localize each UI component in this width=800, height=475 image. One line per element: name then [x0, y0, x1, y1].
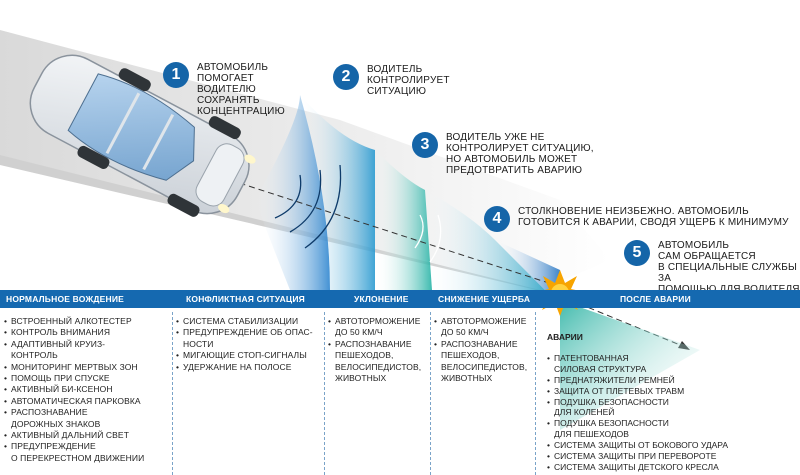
step-1-text: АВТОМОБИЛЬ ПОМОГАЕТ ВОДИТЕЛЮ СОХРАНЯТЬ К…	[197, 62, 285, 117]
beam-segment-1	[255, 95, 330, 290]
list-item: ПАТЕНТОВАННАЯ	[547, 353, 728, 364]
list-item: ПЕШЕХОДОВ,	[441, 350, 500, 361]
step-5: 5 АВТОМОБИЛЬ САМ ОБРАЩАЕТСЯ В СПЕЦИАЛЬНЫ…	[624, 240, 800, 295]
list-item: УДЕРЖАНИЕ НА ПОЛОСЕ	[176, 362, 326, 374]
list-item: ПЕШЕХОДОВ,	[335, 350, 394, 361]
list-item: АВТОТОРМОЖЕНИЕ	[434, 316, 534, 328]
beam-arc	[289, 169, 322, 233]
list-item: ДО 50 КМ/Ч	[441, 327, 489, 338]
step-1-badge: 1	[163, 62, 189, 88]
column-divider	[430, 312, 431, 475]
list-conflict: СИСТЕМА СТАБИЛИЗАЦИИПРЕДУПРЕЖДЕНИЕ ОБ ОП…	[176, 316, 326, 373]
phase-after-accident: ПОСЛЕ АВАРИИ	[620, 294, 691, 304]
step-5-text: АВТОМОБИЛЬ САМ ОБРАЩАЕТСЯ В СПЕЦИАЛЬНЫЕ …	[658, 240, 799, 295]
column-normal-driving: ВСТРОЕННЫЙ АЛКОТЕСТЕРКОНТРОЛЬ ВНИМАНИЯАД…	[4, 316, 169, 464]
list-item: ДЛЯ КОЛЕНЕЙ	[554, 407, 615, 418]
phase-evasion: УКЛОНЕНИЕ	[354, 294, 409, 304]
list-item: МИГАЮЩИЕ СТОП-СИГНАЛЫ	[176, 350, 326, 362]
list-item: ПРЕДНАТЯЖИТЕЛИ РЕМНЕЙ	[547, 375, 728, 386]
step-3-badge: 3	[412, 132, 438, 158]
list-item: АКТИВНЫЙ БИ-КСЕНОН	[4, 384, 169, 396]
list-item: О ПЕРЕКРЕСТНОМ ДВИЖЕНИИ	[11, 452, 145, 463]
list-item: СИСТЕМА ЗАЩИТЫ ДЕТСКОГО КРЕСЛА	[547, 462, 728, 473]
list-item: ПРЕДУПРЕЖДЕНИЕ ОБ ОПАС-	[176, 327, 326, 339]
list-item: СИСТЕМА ЗАЩИТЫ ПРИ ПЕРЕВОРОТЕ	[547, 451, 728, 462]
phase-bar	[0, 290, 800, 308]
step-5-badge: 5	[624, 240, 650, 266]
beam-arc	[429, 214, 442, 263]
step-4-badge: 4	[484, 206, 510, 232]
list-item: ПРЕДУПРЕЖДЕНИЕ	[4, 441, 169, 453]
step-2: 2 ВОДИТЕЛЬ КОНТРОЛИРУЕТ СИТУАЦИЮ	[333, 64, 450, 97]
list-item: ДО 50 КМ/Ч	[335, 327, 383, 338]
list-item: КОНТРОЛЬ ВНИМАНИЯ	[4, 327, 169, 339]
phase-conflict: КОНФЛИКТНАЯ СИТУАЦИЯ	[186, 294, 305, 304]
column-conflict: СИСТЕМА СТАБИЛИЗАЦИИПРЕДУПРЕЖДЕНИЕ ОБ ОП…	[176, 316, 326, 373]
step-4: 4 СТОЛКНОВЕНИЕ НЕИЗБЕЖНО. АВТОМОБИЛЬ ГОТ…	[484, 206, 789, 232]
phase-damage-reduction: СНИЖЕНИЕ УЩЕРБА	[438, 294, 531, 304]
list-item: ВЕЛОСИПЕДИСТОВ,	[335, 361, 422, 372]
column-divider	[172, 312, 173, 475]
list-item: РАСПОЗНАВАНИЕ	[4, 407, 169, 419]
list-item: ПОМОЩЬ ПРИ СПУСКЕ	[4, 373, 169, 385]
list-item: РАСПОЗНАВАНИЕ	[434, 339, 534, 351]
list-item: ЖИВОТНЫХ	[335, 373, 387, 384]
list-item: ДЛЯ ПЕШЕХОДОВ	[554, 429, 629, 440]
list-item: АДАПТИВНЫЙ КРУИЗ-	[4, 339, 169, 351]
step-3: 3 ВОДИТЕЛЬ УЖЕ НЕ КОНТРОЛИРУЕТ СИТУАЦИЮ,…	[412, 132, 594, 176]
list-item: ПОДУШКА БЕЗОПАСНОСТИ	[547, 418, 728, 429]
list-item: СИСТЕМА СТАБИЛИЗАЦИИ	[176, 316, 326, 328]
phase-normal-driving: НОРМАЛЬНОЕ ВОЖДЕНИЕ	[6, 294, 125, 304]
list-item: АВТОТОРМОЖЕНИЕ	[328, 316, 428, 328]
beam-segment-2	[300, 95, 375, 290]
list-item: НОСТИ	[183, 338, 214, 349]
list-item: ПОДУШКА БЕЗОПАСНОСТИ	[547, 397, 728, 408]
list-item: КОНТРОЛЬ	[11, 350, 58, 361]
step-2-text: ВОДИТЕЛЬ КОНТРОЛИРУЕТ СИТУАЦИЮ	[367, 64, 450, 97]
list-item: ДОРОЖНЫХ ЗНАКОВ	[11, 418, 101, 429]
beam-arc	[304, 164, 342, 249]
step-2-badge: 2	[333, 64, 359, 90]
list-item: СИСТЕМА ЗАЩИТЫ ОТ БОКОВОГО УДАРА	[547, 440, 728, 451]
column-divider	[535, 312, 536, 475]
accident-title: АВАРИИ	[547, 332, 583, 342]
list-item: АКТИВНЫЙ ДАЛЬНИЙ СВЕТ	[4, 430, 169, 442]
beam-arc	[414, 214, 424, 249]
list-item: РАСПОЗНАВАНИЕ	[328, 339, 428, 351]
step-3-text: ВОДИТЕЛЬ УЖЕ НЕ КОНТРОЛИРУЕТ СИТУАЦИЮ, Н…	[446, 132, 594, 176]
list-item: ЗАЩИТА ОТ ПЛЕТЕВЫХ ТРАВМ	[547, 386, 728, 397]
list-item: МОНИТОРИНГ МЕРТВЫХ ЗОН	[4, 362, 169, 374]
beam-segment-3	[375, 150, 432, 290]
list-item: СИЛОВАЯ СТРУКТУРА	[554, 363, 647, 374]
step-1: 1 АВТОМОБИЛЬ ПОМОГАЕТ ВОДИТЕЛЮ СОХРАНЯТЬ…	[163, 62, 285, 117]
beam-arc	[274, 174, 302, 219]
list-item: ВСТРОЕННЫЙ АЛКОТЕСТЕР	[4, 316, 169, 328]
list-item: ВЕЛОСИПЕДИСТОВ,	[441, 361, 528, 372]
trajectory-line	[229, 179, 556, 286]
list-normal: ВСТРОЕННЫЙ АЛКОТЕСТЕРКОНТРОЛЬ ВНИМАНИЯАД…	[4, 316, 169, 464]
column-divider	[324, 312, 325, 475]
car-illustration	[29, 54, 256, 217]
step-4-text: СТОЛКНОВЕНИЕ НЕИЗБЕЖНО. АВТОМОБИЛЬ ГОТОВ…	[518, 206, 789, 228]
list-item: ЖИВОТНЫХ	[441, 373, 493, 384]
list-item: АВТОМАТИЧЕСКАЯ ПАРКОВКА	[4, 396, 169, 408]
beam-segment-4	[425, 190, 545, 290]
